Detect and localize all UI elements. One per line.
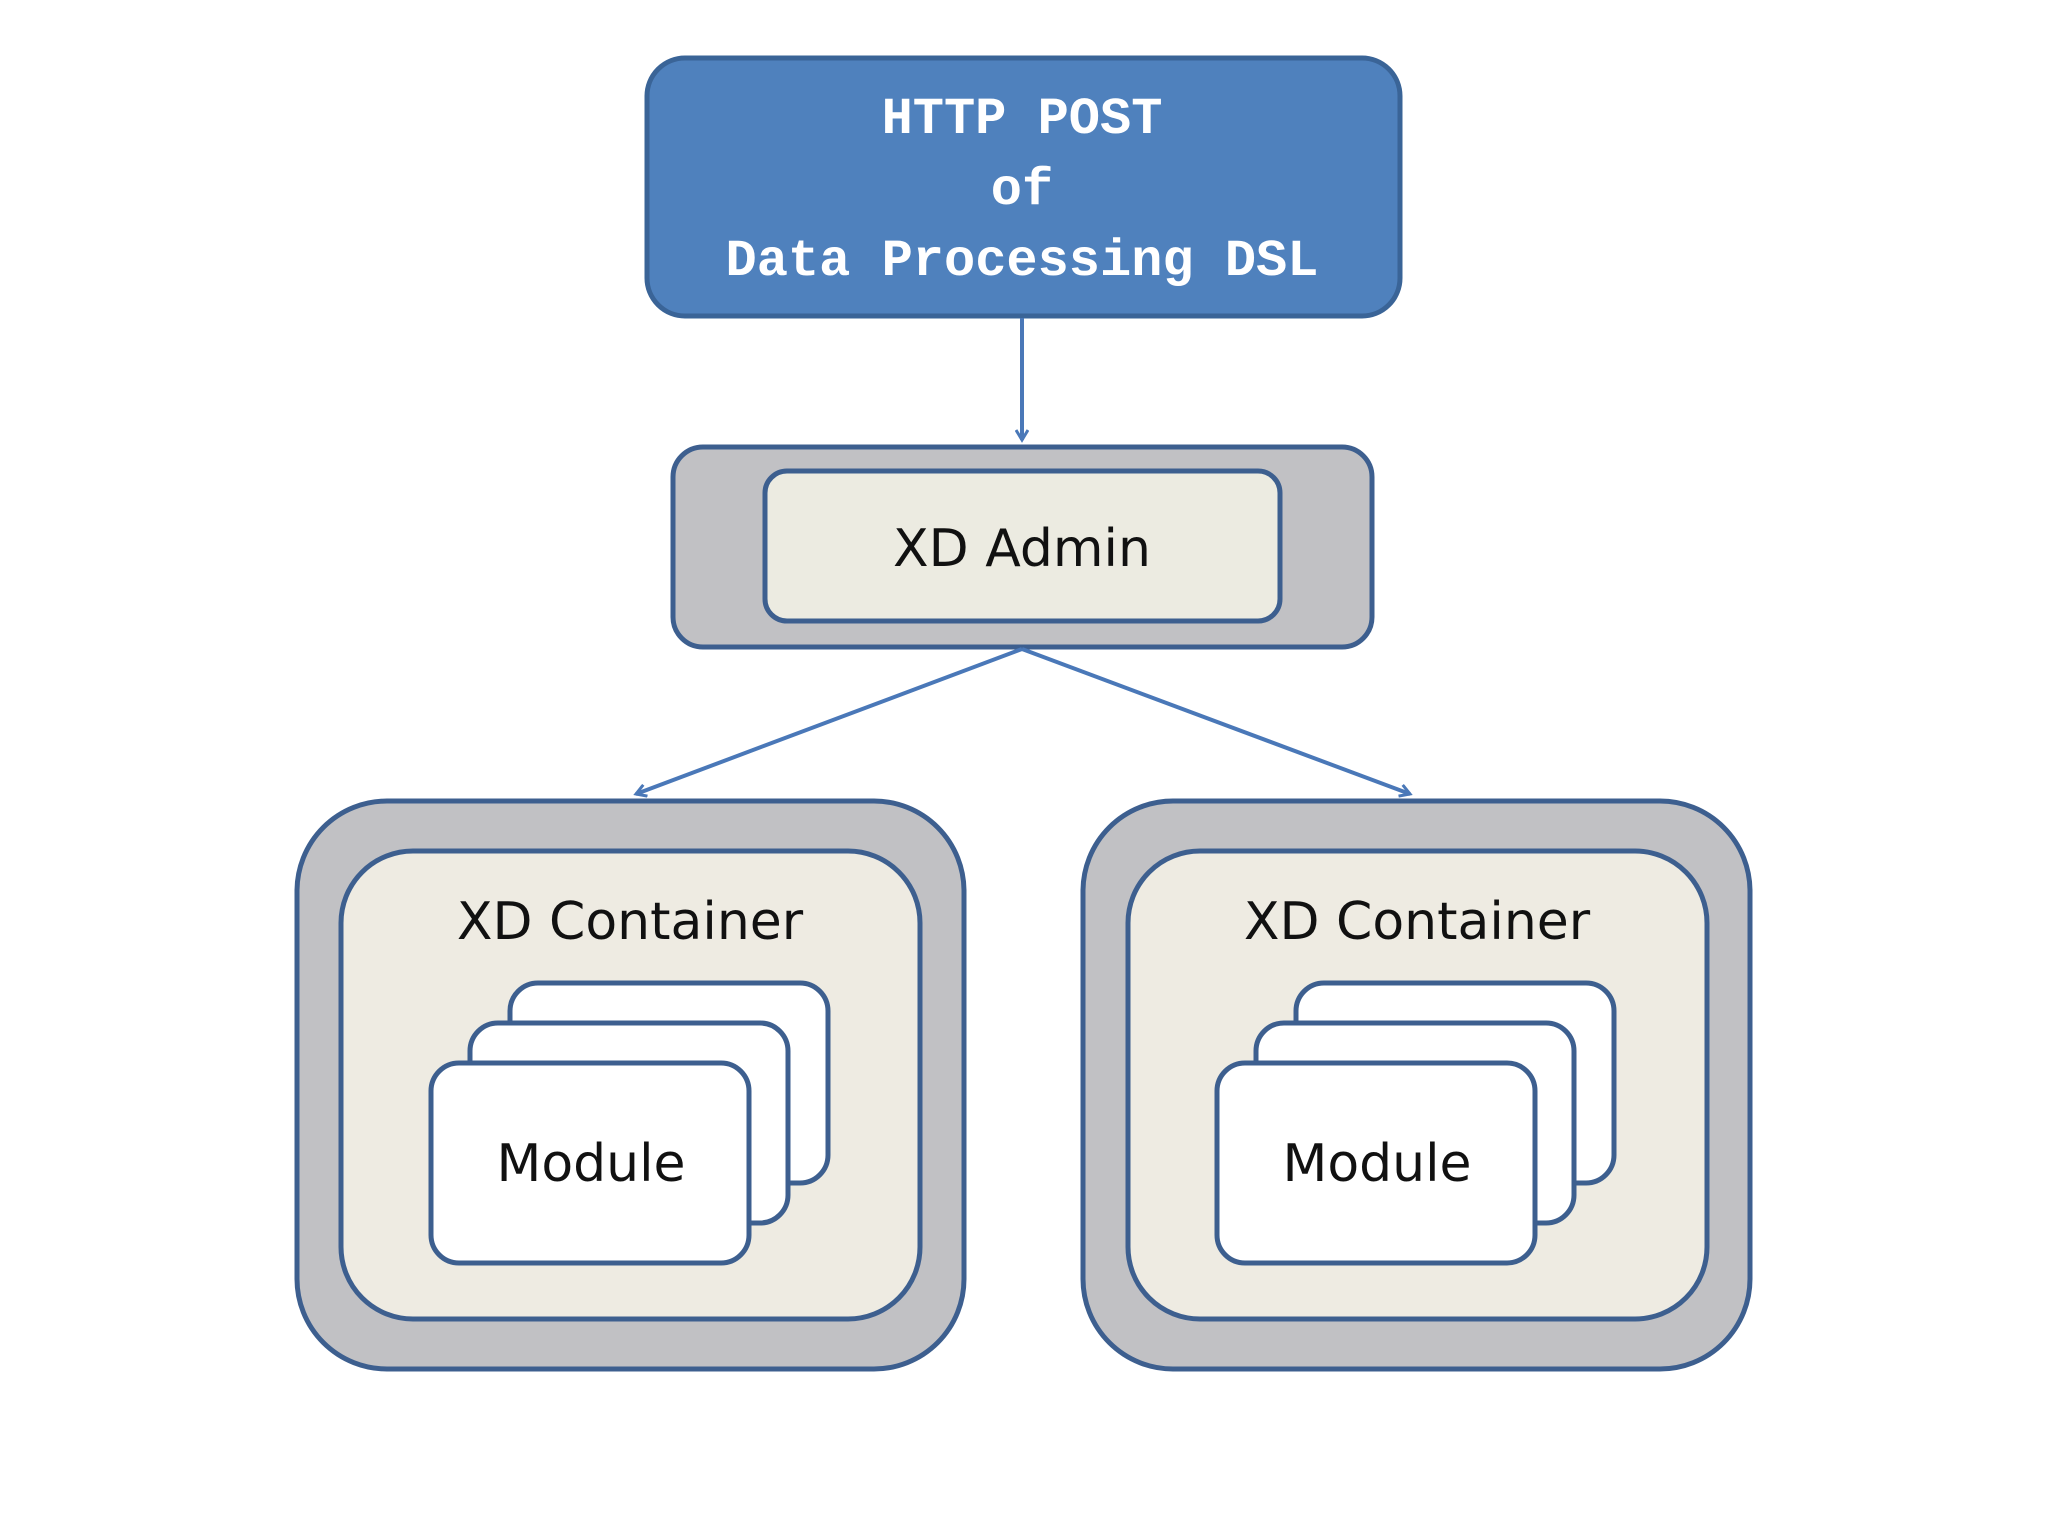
xd-container-right: XD Container Module: [1080, 798, 1753, 1372]
module-card-front: [1214, 1060, 1538, 1266]
xd-admin-node: XD Admin: [670, 444, 1375, 650]
xd-admin-label: XD Admin: [893, 519, 1151, 579]
http-post-line-3: Data Processing DSL: [726, 232, 1319, 291]
module-stack-right: Module: [1214, 980, 1617, 1266]
http-post-line-2: of: [991, 161, 1053, 220]
xd-container-left-label: XD Container: [457, 892, 804, 952]
arrow-admin-to-container-left: [636, 647, 1023, 794]
http-post-box-shape: [644, 55, 1403, 319]
http-post-box: HTTP POST of Data Processing DSL: [644, 55, 1403, 319]
module-right-label: Module: [1282, 1134, 1471, 1194]
module-stack-left: Module: [428, 980, 831, 1266]
arrow-admin-to-container-right: [1021, 647, 1410, 794]
xd-container-left: XD Container Module: [294, 798, 967, 1372]
module-left-label: Module: [496, 1134, 685, 1194]
http-post-line-1: HTTP POST: [882, 90, 1163, 149]
xd-container-right-label: XD Container: [1244, 892, 1591, 952]
module-card-front: [428, 1060, 752, 1266]
xd-admin-inner: [762, 468, 1283, 624]
